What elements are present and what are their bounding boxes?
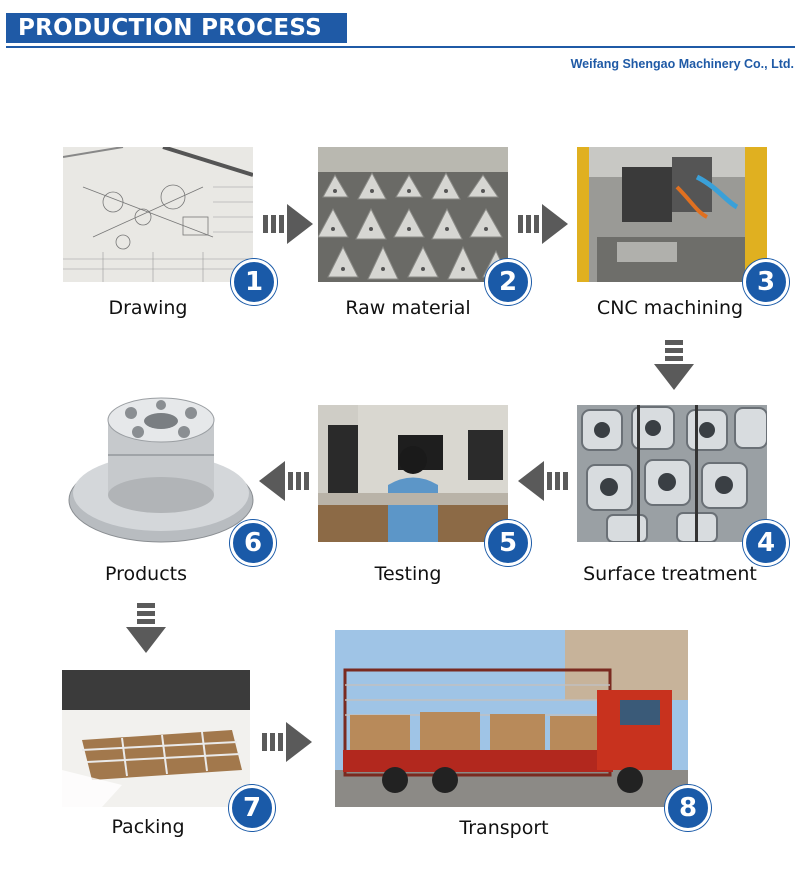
- step-label-packing: Packing: [111, 816, 185, 838]
- block-arrow-icon: [518, 200, 568, 248]
- transport-photo: [335, 630, 688, 807]
- block-arrow-icon: [650, 340, 698, 390]
- step-label-surface-treatment: Surface treatment: [583, 563, 757, 585]
- step-badge-8: 8: [665, 785, 711, 831]
- block-arrow-icon: [263, 200, 313, 248]
- block-arrow-icon: [259, 457, 309, 505]
- step-badge-4: 4: [743, 520, 789, 566]
- step-label-drawing: Drawing: [108, 297, 188, 319]
- surface-treatment-photo: [577, 405, 767, 542]
- raw-material-photo: [318, 147, 508, 282]
- step-label-raw-material: Raw material: [345, 297, 471, 319]
- header-divider: [6, 46, 795, 48]
- step-badge-2: 2: [485, 259, 531, 305]
- drawing-photo: [63, 147, 253, 282]
- cnc-machining-photo: [577, 147, 767, 282]
- testing-photo: [318, 405, 508, 542]
- step-label-products: Products: [104, 563, 188, 585]
- step-label-testing: Testing: [374, 563, 442, 585]
- packing-photo: [62, 670, 250, 807]
- block-arrow-icon: [518, 457, 568, 505]
- step-badge-6: 6: [230, 520, 276, 566]
- block-arrow-icon: [122, 603, 170, 653]
- block-arrow-icon: [262, 718, 312, 766]
- page-title: PRODUCTION PROCESS: [18, 15, 323, 41]
- product-photo: [63, 385, 258, 545]
- header-banner: [6, 13, 347, 43]
- step-badge-5: 5: [485, 520, 531, 566]
- step-badge-7: 7: [229, 785, 275, 831]
- step-badge-3: 3: [743, 259, 789, 305]
- step-label-cnc-machining: CNC machining: [596, 297, 744, 319]
- step-badge-1: 1: [231, 259, 277, 305]
- step-label-transport: Transport: [459, 817, 549, 839]
- company-name: Weifang Shengao Machinery Co., Ltd.: [570, 57, 794, 71]
